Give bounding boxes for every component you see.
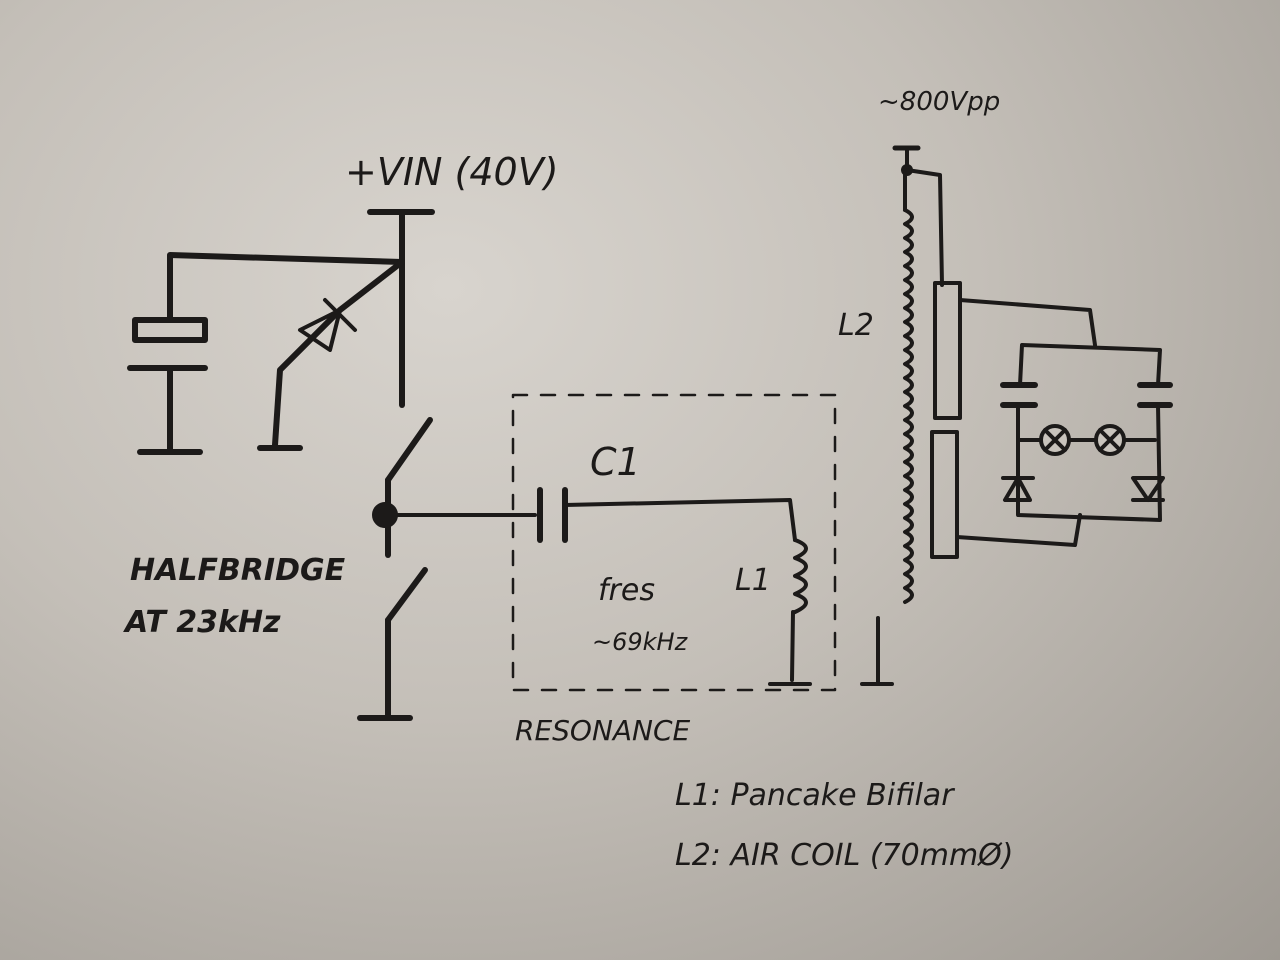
secondary-section	[860, 145, 1173, 686]
vin-label: +VIN (40V)	[345, 150, 559, 194]
c1-label: C1	[590, 440, 641, 484]
vout-label: ~800Vpp	[878, 87, 1000, 117]
resonance-label: RESONANCE	[515, 714, 691, 747]
l2-label: L2	[838, 308, 874, 343]
halfbridge-section	[127, 209, 537, 721]
note-l1: L1: Pancake Bifilar	[675, 778, 955, 813]
resonance-section	[511, 393, 837, 692]
fres-value: ~69kHz	[592, 628, 689, 656]
l1-label: L1	[735, 563, 771, 598]
halfbridge-label: HALFBRIDGE	[130, 553, 346, 588]
halfbridge-freq: AT 23kHz	[123, 605, 281, 640]
fres-label: fres	[598, 573, 655, 608]
note-l2: L2: AIR COIL (70mmØ)	[675, 838, 1014, 873]
